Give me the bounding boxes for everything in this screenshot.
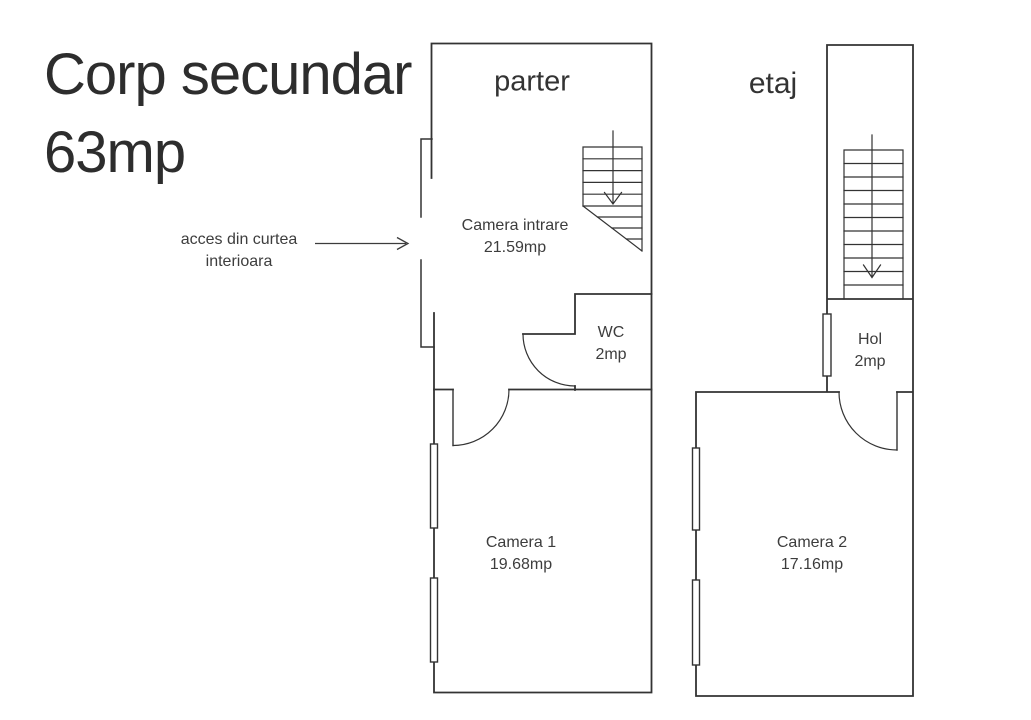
access-arrow-icon [315,236,410,251]
room-name: Camera 2 [776,534,848,551]
camera1-door-arc [452,388,510,447]
room-label-wc: WC 2mp [595,322,626,366]
etaj-stairs-icon [843,134,904,300]
room-label-camera-1: Camera 1 19.68mp [486,532,556,576]
camera2-window-1 [691,447,701,531]
page-title-line2: 63mp [44,120,186,185]
room-label-camera-intrare: Camera intrare 21.59mp [462,215,569,259]
parter-stairs-icon [582,130,643,252]
page-title-line1: Corp secundar [44,42,412,107]
room-area: 2mp [854,353,886,370]
floorplan-etaj [691,44,914,697]
parter-outer-walls [430,42,653,694]
room-label-camera-2: Camera 2 17.16mp [777,532,847,576]
room-label-hol: Hol 2mp [854,329,885,373]
room-name: Hol [857,331,882,348]
room-area: 21.59mp [483,239,547,256]
hol-window [822,313,832,377]
access-annotation-line1: acces din curtea [180,231,298,248]
floorplan-parter [420,42,653,694]
room-area: 17.16mp [780,556,844,573]
etaj-stairs-outline [843,149,904,300]
page-title: Corp secundar 63mp [44,36,412,192]
etaj-stairs-steps [843,162,904,286]
access-annotation: acces din curtea interioara [181,229,298,273]
room-area: 2mp [595,346,627,363]
room-name: Camera 1 [485,534,557,551]
stairs-down-arrow-icon [603,130,623,206]
wc-walls [522,293,653,391]
stairs-down-arrow-icon [862,134,882,279]
parter-entrance-panel-top [420,138,433,218]
floor-label-parter: parter [494,65,570,98]
hol-door-arc [838,391,898,451]
camera2-window-2 [691,579,701,666]
access-annotation-line2: interioara [205,253,273,270]
parter-entrance-panel-bottom [420,259,435,348]
wc-door-arc [522,333,576,387]
etaj-outer-walls [695,44,914,697]
room-area: 19.68mp [489,556,553,573]
room-name: Camera intrare [461,217,569,234]
camera1-window-1 [429,443,439,529]
floor-label-etaj: etaj [748,67,798,100]
camera1-window-2 [429,577,439,663]
room-name: WC [597,324,625,341]
